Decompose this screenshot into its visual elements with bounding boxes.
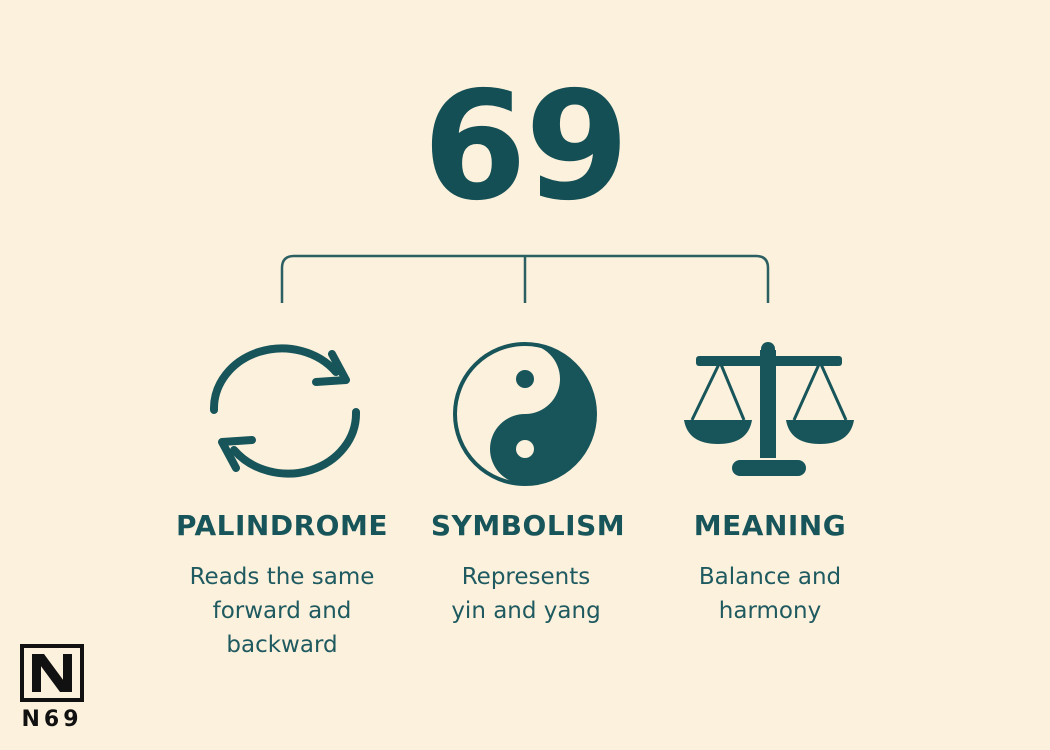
balance-scale-icon — [684, 342, 854, 476]
palindrome-description: Reads the same forward and backward — [162, 560, 402, 662]
meaning-description: Balance and harmony — [650, 560, 890, 628]
description-line: forward and — [212, 598, 352, 624]
description-line: backward — [226, 632, 338, 658]
description-line: Reads the same — [189, 564, 375, 590]
cycle-arrows-icon — [209, 344, 361, 478]
description-line: yin and yang — [451, 598, 601, 624]
palindrome-heading: PALINDROME — [176, 509, 388, 542]
description-line: harmony — [718, 598, 822, 624]
logo-text: N69 — [21, 707, 83, 732]
symbolism-description: Represents yin and yang — [406, 560, 646, 628]
description-line: Balance and — [698, 564, 842, 590]
yin-yang-icon — [453, 342, 597, 486]
symbolism-heading: SYMBOLISM — [430, 509, 626, 542]
meaning-heading: MEANING — [693, 509, 847, 542]
description-line: Represents — [461, 564, 591, 590]
tree-connector — [280, 254, 770, 303]
main-number-title: 69 — [422, 60, 630, 234]
n-logo-icon — [20, 644, 84, 702]
